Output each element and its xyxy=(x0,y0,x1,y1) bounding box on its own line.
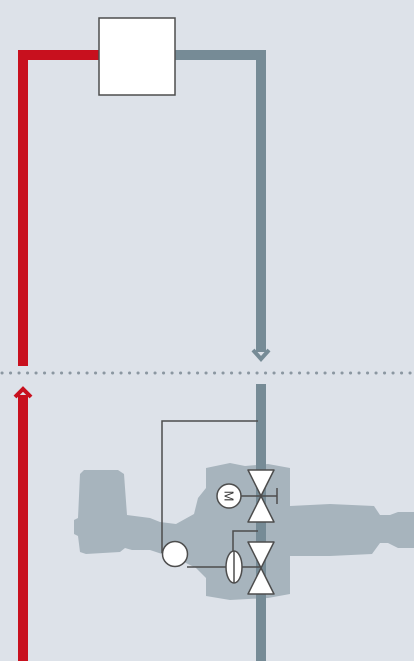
flow-down-arrow-icon xyxy=(251,348,271,363)
return-pipe-top xyxy=(174,50,266,352)
heat-consumer-box[interactable] xyxy=(98,17,176,96)
sensor-icon[interactable] xyxy=(161,540,189,568)
motor-actuator-icon[interactable] xyxy=(216,483,242,509)
diaphragm-actuator-icon[interactable] xyxy=(225,550,261,584)
motor-valve-icon[interactable] xyxy=(247,469,275,523)
motor-symbol: M xyxy=(222,491,237,502)
supply-pipe-top xyxy=(18,50,100,366)
flow-up-arrow-icon xyxy=(13,386,33,399)
pressure-valve-icon[interactable] xyxy=(247,541,275,595)
